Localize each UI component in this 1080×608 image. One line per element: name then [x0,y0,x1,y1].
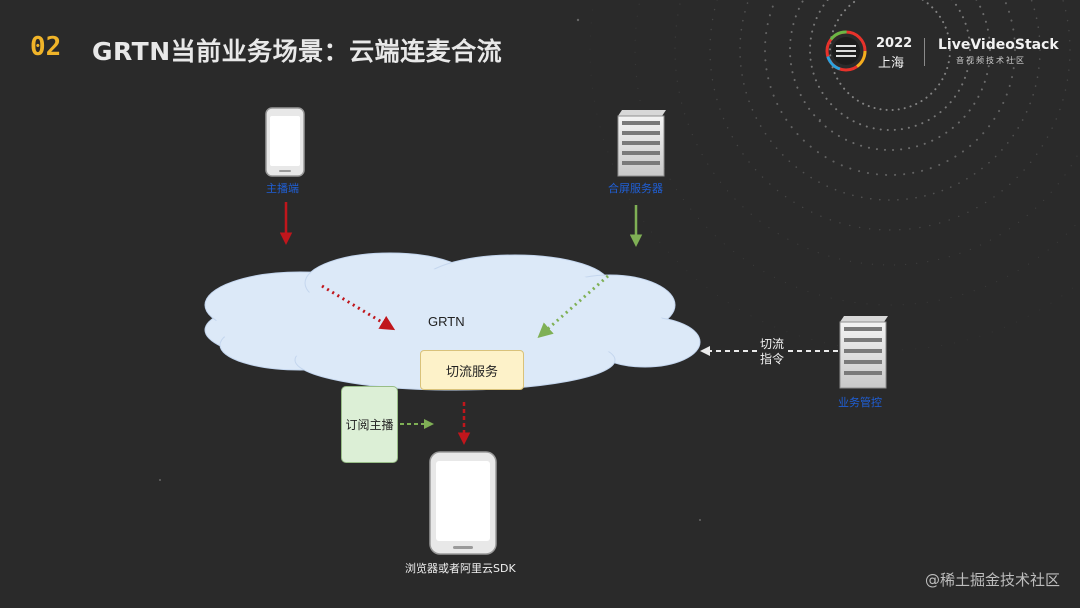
switch-service-box: 切流服务 [420,350,524,390]
grtn-cloud-fill [215,265,665,365]
switch-service-label: 切流服务 [445,364,498,380]
logo-brand: LiveVideoStack [938,37,1059,53]
event-logo: 2022 上海 LiveVideoStack 音视频技术社区 [826,30,1066,74]
business-server-icon [839,316,888,389]
viewer-phone-icon [429,451,497,555]
grtn-label: GRTN [428,314,465,329]
viewer-label: 浏览器或者阿里云SDK [405,562,516,575]
mixer-to-grtn-arrow [537,274,609,338]
decorative-dot-arcs [589,0,1080,351]
mixer-label: 合屏服务器 [608,182,663,195]
anchor-to-grtn-arrow [321,284,396,331]
business-control-label: 业务管控 [838,396,882,409]
anchor-label: 主播端 [266,182,299,195]
command-label-line2: 指令 [759,352,784,366]
mixer-server-icon [617,110,666,177]
command-label: 切流 指令 [757,337,787,367]
logo-divider [924,38,925,66]
logo-year: 2022 [876,36,913,51]
logo-city: 上海 [878,56,905,71]
watermark: @稀土掘金技术社区 [924,571,1060,589]
subscribe-label: 订阅主播 [345,418,394,432]
logo-subtitle: 音视频技术社区 [956,56,1026,65]
conference-logo-icon [825,30,867,72]
command-label-line1: 切流 [759,337,784,351]
anchor-phone-icon [265,107,305,177]
decorative-scatter-dots [159,18,821,521]
subscribe-anchor-box: 订阅主播 [341,386,398,463]
page-title: GRTN当前业务场景：云端连麦合流 [92,37,503,66]
section-number: 02 [30,32,62,62]
